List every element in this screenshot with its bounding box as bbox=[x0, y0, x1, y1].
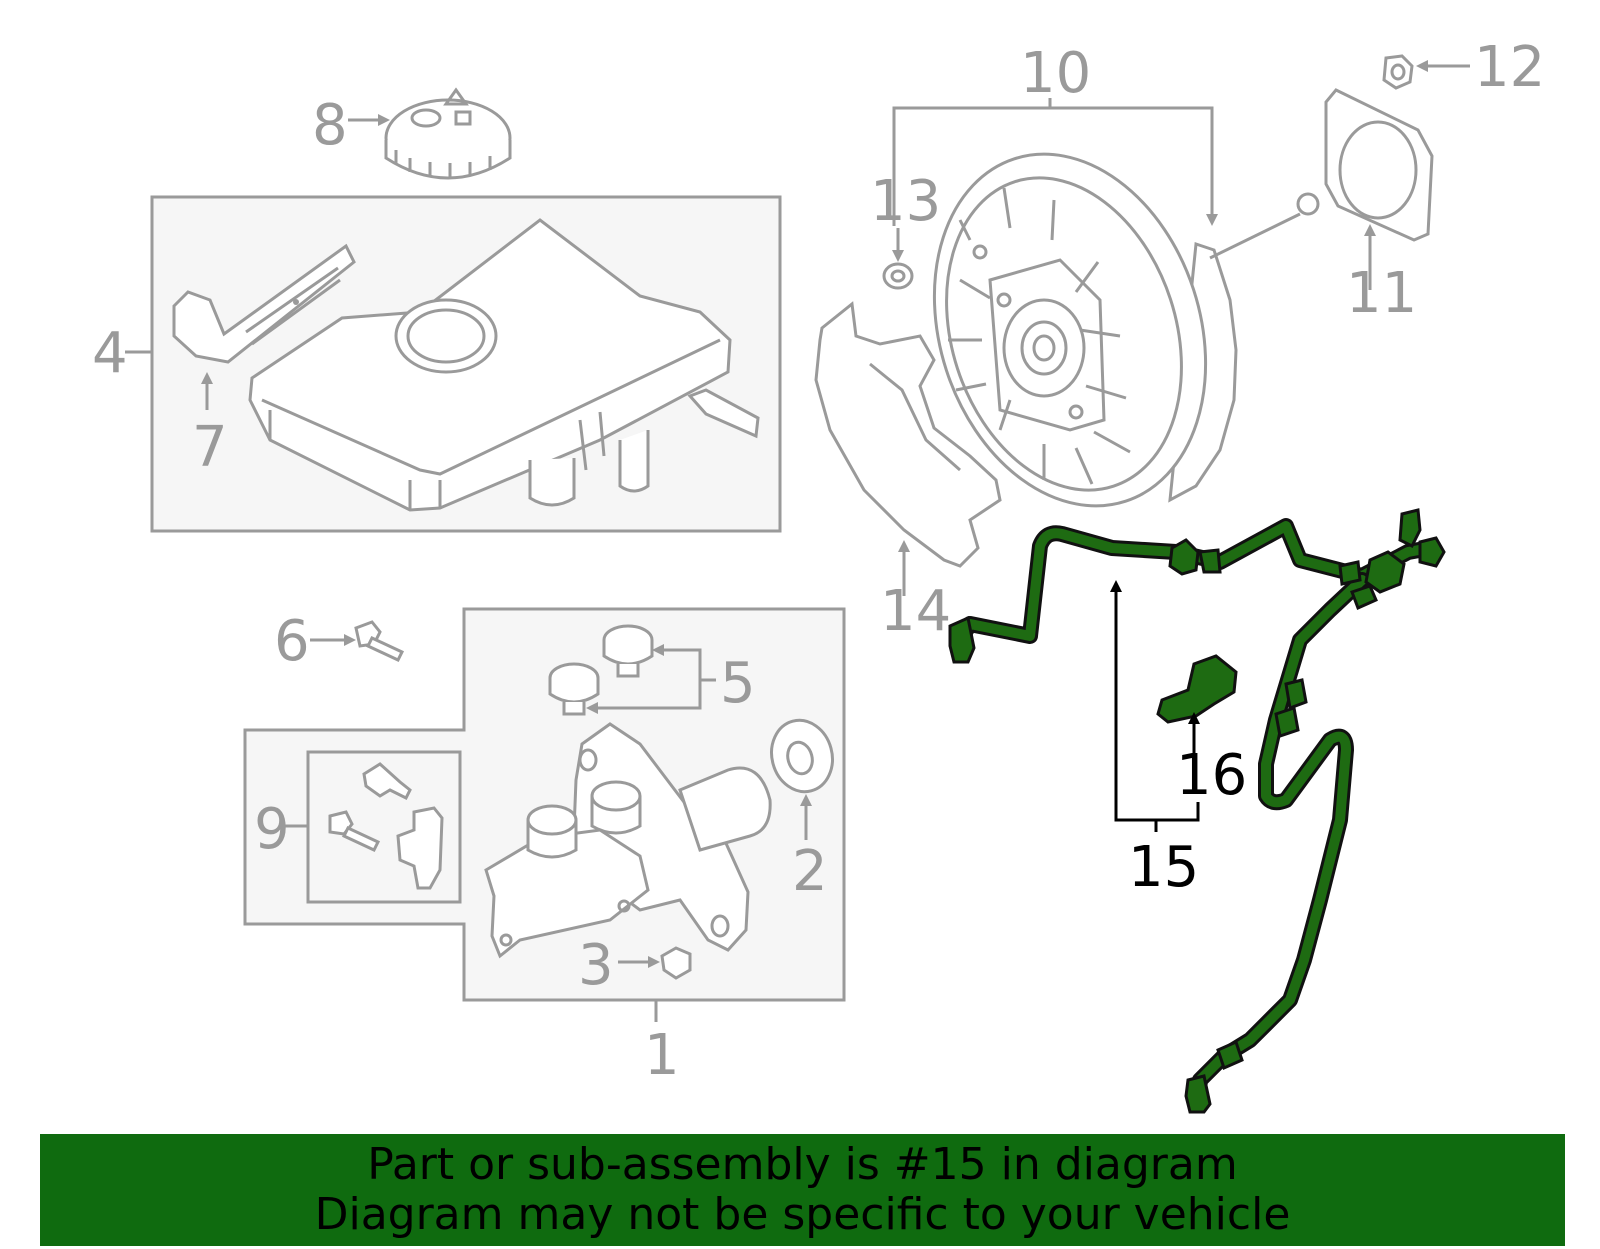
callout-2: 2 bbox=[792, 839, 828, 904]
callout-1: 1 bbox=[644, 1023, 680, 1088]
arrowhead-6 bbox=[344, 634, 356, 646]
arrowhead-12 bbox=[1416, 60, 1428, 72]
callout-3: 3 bbox=[578, 933, 614, 998]
arrowhead-8 bbox=[378, 114, 390, 126]
arrowhead-3 bbox=[648, 956, 660, 968]
bolt-part-6 bbox=[354, 620, 405, 662]
brake-fluid-reservoir bbox=[248, 218, 760, 512]
level-sensor-part-7 bbox=[172, 243, 356, 364]
arrowhead-7 bbox=[201, 372, 213, 384]
reservoir-seals-part-5 bbox=[548, 624, 654, 716]
banner-line-2: Diagram may not be specific to your vehi… bbox=[314, 1189, 1291, 1240]
arrowhead-11 bbox=[1364, 224, 1376, 236]
vacuum-hose-part-15 bbox=[948, 508, 1446, 1114]
callout-12: 12 bbox=[1474, 35, 1545, 100]
sensor-part-16 bbox=[1156, 654, 1238, 724]
callout-11: 11 bbox=[1346, 261, 1417, 326]
banner-line-1: Part or sub-assembly is #15 in diagram bbox=[367, 1139, 1238, 1190]
callout-7: 7 bbox=[192, 415, 228, 480]
callout-13: 13 bbox=[870, 169, 941, 234]
arrowhead-16 bbox=[1188, 712, 1200, 724]
brake-booster-part-10 bbox=[932, 152, 1320, 508]
callout-14: 14 bbox=[880, 579, 951, 644]
seal-ring-part-2 bbox=[770, 718, 834, 794]
nut-part-12 bbox=[1382, 54, 1414, 90]
gasket-part-11 bbox=[1324, 88, 1434, 242]
plug-part-3 bbox=[660, 946, 692, 980]
callout-5: 5 bbox=[720, 651, 756, 716]
callout-9: 9 bbox=[254, 797, 290, 862]
reservoir-cap-part-8 bbox=[384, 87, 512, 180]
arrowhead-14 bbox=[898, 540, 910, 552]
info-banner: Part or sub-assembly is #15 in diagram D… bbox=[40, 1134, 1565, 1246]
grommet-part-13 bbox=[882, 262, 914, 290]
callout-6: 6 bbox=[274, 609, 310, 674]
arrowhead-2 bbox=[800, 794, 812, 806]
arrowhead-13 bbox=[892, 250, 904, 262]
heat-shield-part-14 bbox=[814, 301, 1002, 568]
arrowhead-5b bbox=[586, 702, 598, 714]
master-cylinder-body bbox=[484, 722, 772, 959]
callout-4: 4 bbox=[92, 321, 128, 386]
sensor-kit-part-9 bbox=[328, 762, 444, 890]
callout-10: 10 bbox=[1020, 41, 1091, 106]
arrowhead-5a bbox=[652, 644, 664, 656]
callout-16: 16 bbox=[1176, 743, 1247, 808]
arrowhead-10 bbox=[1206, 214, 1218, 226]
arrowhead-15 bbox=[1110, 580, 1122, 592]
bracket-10 bbox=[892, 106, 1214, 226]
callout-8: 8 bbox=[312, 93, 348, 158]
callout-15: 15 bbox=[1128, 835, 1199, 900]
